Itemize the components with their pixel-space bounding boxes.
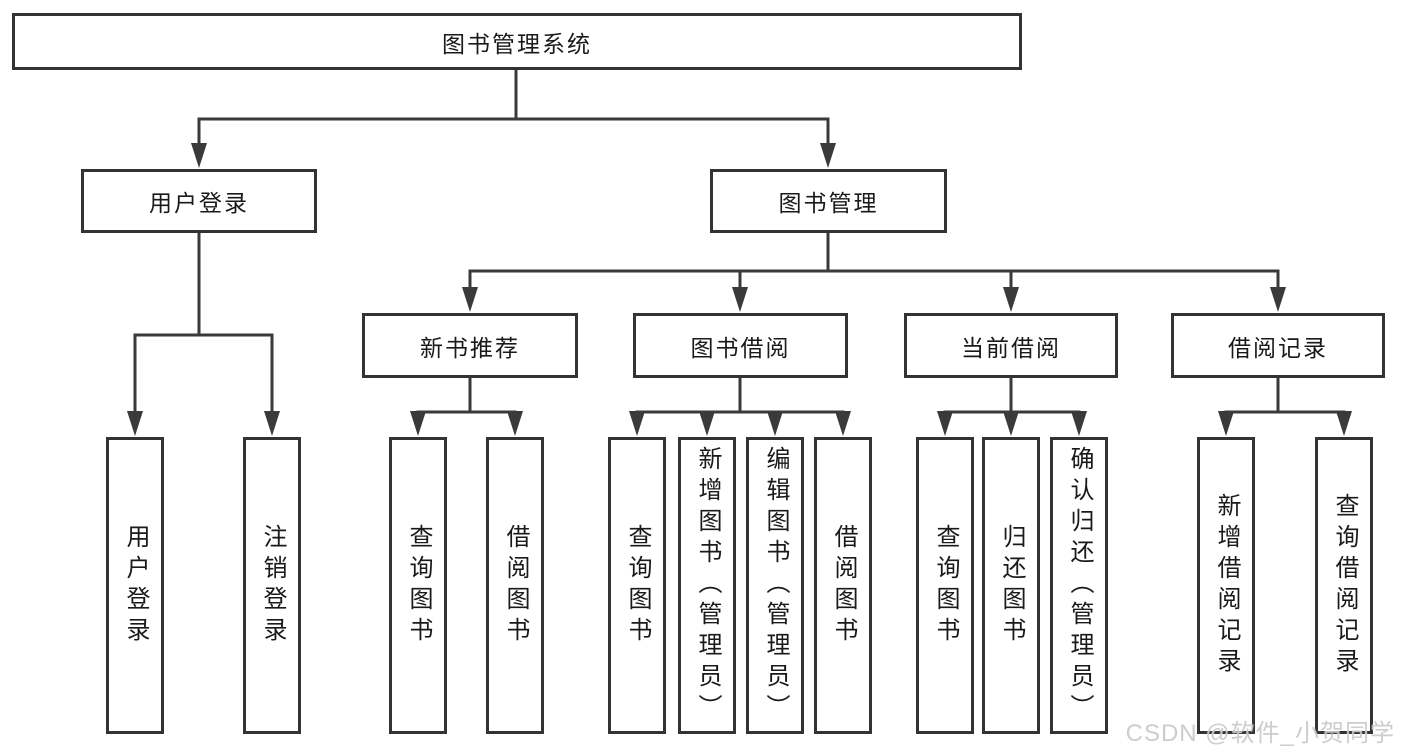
node-label: 图书管理	[778, 190, 879, 216]
node-label: 借阅记录	[1228, 334, 1328, 361]
connector-records-to-leaves	[1224, 378, 1346, 416]
node-label: 图书借阅	[690, 334, 791, 361]
node-label: 查询图书	[932, 523, 959, 648]
node-label: 当前借阅	[961, 334, 1061, 361]
node-label: 新增借阅记录	[1213, 492, 1240, 679]
node-borrowing-records: 借阅记录	[1171, 313, 1385, 378]
node-leaf-borrow-books-1: 借阅图书	[486, 437, 544, 734]
node-label: 查询借阅记录	[1331, 492, 1358, 679]
node-user-login: 用户登录	[81, 169, 317, 233]
connector-userlogin-to-leaves	[133, 233, 274, 413]
csdn-watermark: CSDN @软件_小贺同学	[1125, 720, 1395, 747]
node-label: 查询图书	[624, 523, 651, 648]
connector-root-to-level2	[197, 70, 830, 145]
node-label: 用户登录	[149, 190, 249, 216]
node-leaf-query-books-1: 查询图书	[389, 437, 447, 734]
node-leaf-return-books: 归还图书	[982, 437, 1040, 734]
node-leaf-user-login: 用户登录	[106, 437, 164, 734]
node-label: 用户登录	[122, 523, 149, 648]
connector-newbook-to-leaves	[416, 378, 517, 416]
node-book-management: 图书管理	[710, 169, 947, 233]
node-label: 借阅图书	[502, 523, 529, 648]
node-current-borrowing: 当前借阅	[904, 313, 1118, 378]
node-label: 图书管理系统	[442, 30, 592, 57]
node-label: 查询图书	[405, 523, 432, 648]
node-book-borrowing: 图书借阅	[633, 313, 848, 378]
node-new-book-recommendation: 新书推荐	[362, 313, 578, 378]
node-label: 借阅图书	[830, 523, 857, 648]
connector-bookmgmt-to-level3	[468, 233, 1280, 289]
node-leaf-edit-books-admin: 编辑图书（管理员）	[746, 437, 804, 734]
node-label: 注销登录	[259, 523, 286, 648]
node-leaf-query-borrow-record: 查询借阅记录	[1315, 437, 1373, 734]
node-leaf-logout: 注销登录	[243, 437, 301, 734]
connector-current-to-leaves	[943, 378, 1081, 416]
connector-borrow-to-leaves	[635, 378, 845, 416]
node-leaf-borrow-books-2: 借阅图书	[814, 437, 872, 734]
node-leaf-query-books-3: 查询图书	[916, 437, 974, 734]
node-label: 新书推荐	[420, 334, 520, 361]
node-leaf-add-borrow-record: 新增借阅记录	[1197, 437, 1255, 734]
node-leaf-add-books-admin: 新增图书（管理员）	[678, 437, 736, 734]
node-label: 确认归还（管理员）	[1066, 446, 1093, 725]
node-leaf-query-books-2: 查询图书	[608, 437, 666, 734]
node-library-management-system: 图书管理系统	[12, 13, 1022, 70]
node-leaf-confirm-return-admin: 确认归还（管理员）	[1050, 437, 1108, 734]
node-label: 新增图书（管理员）	[694, 446, 721, 725]
node-label: 归还图书	[998, 523, 1025, 648]
node-label: 编辑图书（管理员）	[762, 446, 789, 725]
